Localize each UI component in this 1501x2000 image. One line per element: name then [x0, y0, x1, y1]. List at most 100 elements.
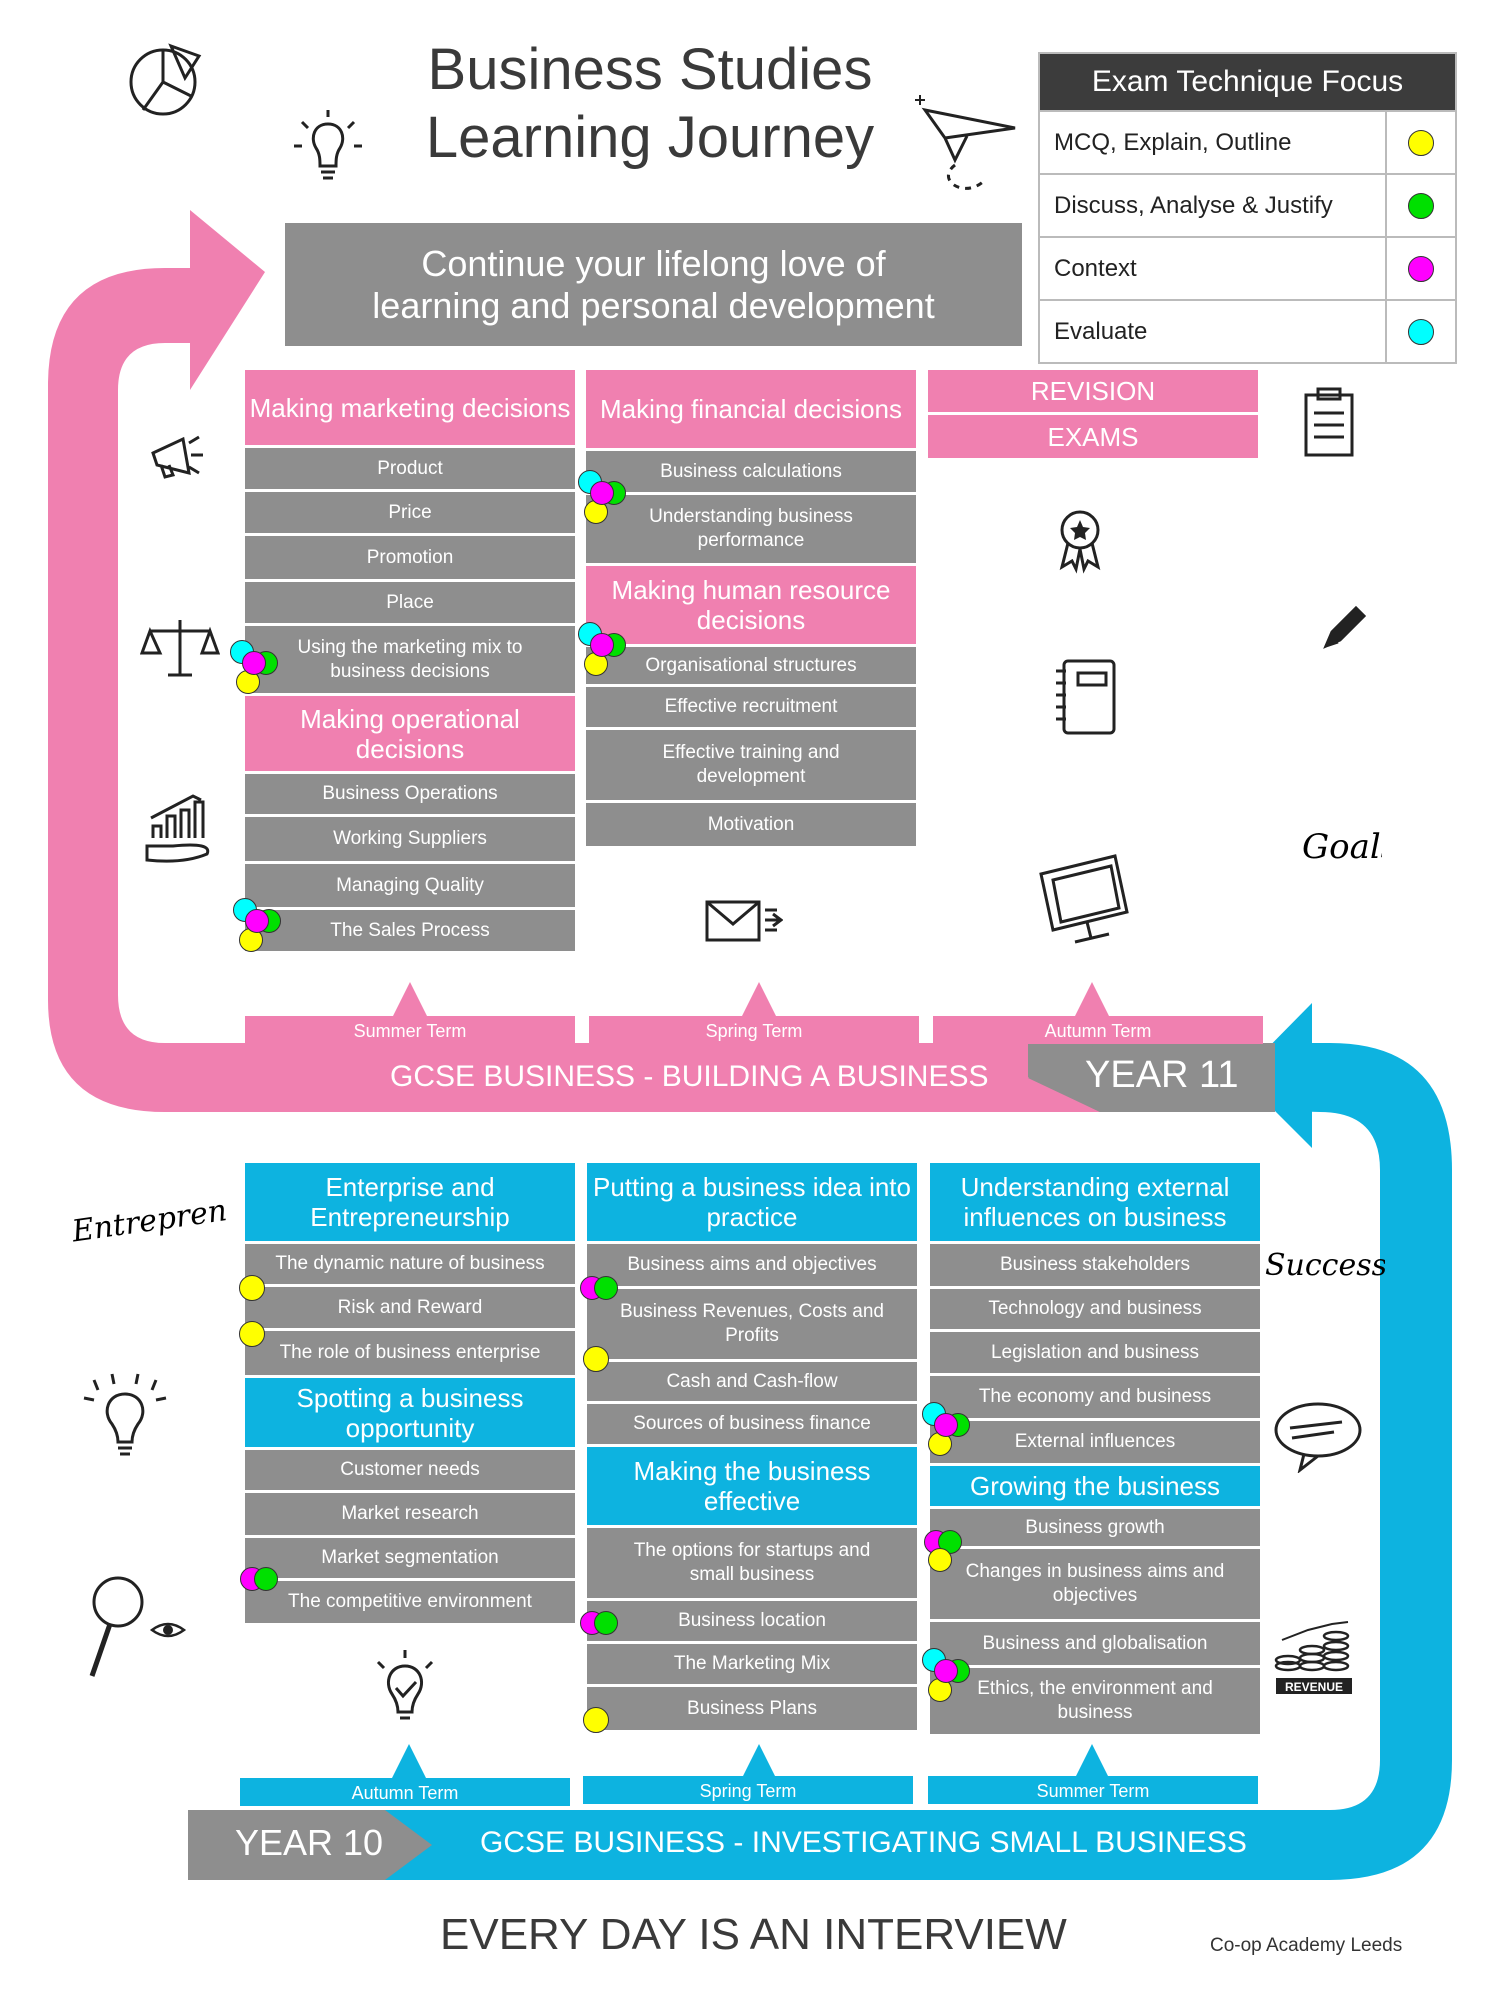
section-header: Making operational decisions: [245, 696, 575, 771]
exam-dots-cluster: [922, 1402, 970, 1456]
section-header: Making marketing decisions: [245, 370, 575, 445]
scales-icon: [140, 620, 220, 677]
exam-dots-cluster: [578, 622, 626, 676]
speech-bubble-icon: [1274, 1402, 1362, 1473]
list-item: Business Operations: [245, 774, 575, 814]
email-send-icon: [705, 900, 783, 942]
entrepreneur-doodle: Entrepreneur: [69, 1186, 228, 1250]
legend-row-mcq: MCQ, Explain, Outline: [1040, 110, 1455, 173]
list-item: Market segmentation: [245, 1538, 575, 1578]
banner-line-2: learning and personal development: [372, 284, 935, 326]
magenta-dot-icon: [242, 651, 266, 675]
footer-motto: EVERY DAY IS AN INTERVIEW: [440, 1910, 1067, 1959]
green-dot-icon: [254, 1567, 278, 1591]
magenta-dot-icon: [934, 1413, 958, 1437]
notebook-icon: [1056, 659, 1116, 735]
list-item: Business growth: [930, 1509, 1260, 1546]
list-item: The dynamic nature of business: [245, 1244, 575, 1284]
list-item: The Sales Process: [245, 910, 575, 951]
section-header: Enterprise and Entrepreneurship: [245, 1163, 575, 1241]
legend-row-context: Context: [1040, 236, 1455, 299]
exam-dots-cluster: [924, 1530, 972, 1578]
section-header: Growing the business: [930, 1466, 1260, 1506]
exam-technique-legend: Exam Technique Focus MCQ, Explain, Outli…: [1038, 52, 1457, 364]
section-header: Making the business effective: [587, 1447, 917, 1525]
cyan-dot-icon: [1408, 318, 1434, 345]
entrepreneur-text: Entrepreneur: [69, 1186, 228, 1250]
list-item: Product: [245, 448, 575, 489]
exams-header: EXAMS: [928, 415, 1258, 458]
exam-dots-cluster: [233, 898, 281, 952]
term-pointer: [742, 1744, 776, 1778]
term-label: Summer Term: [245, 1016, 575, 1044]
list-item: Working Suppliers: [245, 817, 575, 861]
section-header: Making financial decisions: [586, 370, 916, 448]
section-header: Making human resource decisions: [586, 566, 916, 644]
exam-dots-cluster: [578, 470, 626, 524]
page-title: Business Studies Learning Journey: [300, 36, 1000, 172]
list-item: Business calculations: [586, 451, 916, 492]
legend-row-discuss: Discuss, Analyse & Justify: [1040, 173, 1455, 236]
y10-idea-practice-column: Putting a business idea into practice Bu…: [587, 1163, 917, 1733]
list-item: The economy and business: [930, 1376, 1260, 1418]
exam-dots-cluster: [580, 1272, 628, 1320]
list-item: Sources of business finance: [587, 1404, 917, 1444]
pie-chart-icon: [129, 43, 202, 116]
legend-title: Exam Technique Focus: [1040, 54, 1455, 110]
exam-dots-cluster: [230, 640, 278, 694]
exam-dots-cluster: [580, 1607, 628, 1655]
revenue-label: REVENUE: [1285, 1680, 1343, 1694]
year11-band-title: GCSE BUSINESS - BUILDING A BUSINESS: [390, 1060, 989, 1093]
legend-label: MCQ, Explain, Outline: [1054, 128, 1292, 156]
year11-label: YEAR 11: [1085, 1054, 1239, 1096]
list-item: Business Revenues, Costs and Profits: [587, 1289, 917, 1359]
list-item: Ethics, the environment and business: [930, 1668, 1260, 1734]
revenue-coins-icon: REVENUE: [1274, 1621, 1352, 1694]
list-item: Business Plans: [587, 1687, 917, 1730]
lightbulb-check-icon: [376, 1650, 434, 1720]
term-label: Spring Term: [589, 1016, 919, 1044]
pencil-icon: [1323, 605, 1367, 649]
term-label: Summer Term: [928, 1776, 1258, 1804]
list-item: Business aims and objectives: [587, 1244, 917, 1286]
section-header: Understanding external influences on bus…: [930, 1163, 1260, 1241]
magenta-dot-icon: [934, 1659, 958, 1683]
list-item: Effective recruitment: [586, 687, 916, 727]
list-item: Cash and Cash-flow: [587, 1362, 917, 1401]
goals-text: Goals: [1302, 827, 1382, 867]
goals-doodle: Goals: [1302, 827, 1382, 867]
green-dot-icon: [594, 1611, 618, 1635]
list-item: The role of business enterprise: [245, 1331, 575, 1375]
year10-grey-arrow: [188, 1810, 432, 1880]
success-doodle: Success: [1265, 1248, 1385, 1283]
pink-body: [48, 210, 1105, 1112]
list-item: External influences: [930, 1421, 1260, 1463]
list-item: Changes in business aims and objectives: [930, 1549, 1260, 1619]
yellow-dot-icon: [928, 1548, 952, 1572]
blue-body: [188, 1008, 1452, 1880]
term-pointer: [742, 982, 776, 1016]
magenta-dot-icon: [590, 633, 614, 657]
success-text: Success: [1265, 1248, 1385, 1283]
list-item: Business stakeholders: [930, 1244, 1260, 1286]
legend-label: Context: [1054, 254, 1137, 282]
y11-revision-column: REVISION EXAMS: [928, 370, 1258, 461]
list-item: Legislation and business: [930, 1332, 1260, 1373]
yellow-dot-icon: [239, 1275, 265, 1301]
list-item: Price: [245, 492, 575, 533]
school-name: Co-op Academy Leeds: [1210, 1935, 1403, 1956]
magenta-dot-icon: [245, 909, 269, 933]
magenta-dot-icon: [590, 481, 614, 505]
list-item: The competitive environment: [245, 1581, 575, 1623]
magnifier-eye-icon: [89, 1576, 187, 1677]
year10-label: YEAR 10: [235, 1822, 384, 1863]
exam-dots-cluster: [240, 1563, 288, 1611]
y10-enterprise-column: Enterprise and Entrepreneurship The dyna…: [245, 1163, 575, 1626]
term-pointer: [1075, 982, 1109, 1016]
list-item: The Marketing Mix: [587, 1644, 917, 1684]
list-item: Motivation: [586, 803, 916, 846]
term-pointer: [1075, 1744, 1109, 1778]
paper-plane-icon: [915, 95, 1016, 190]
legend-label: Evaluate: [1054, 317, 1148, 345]
